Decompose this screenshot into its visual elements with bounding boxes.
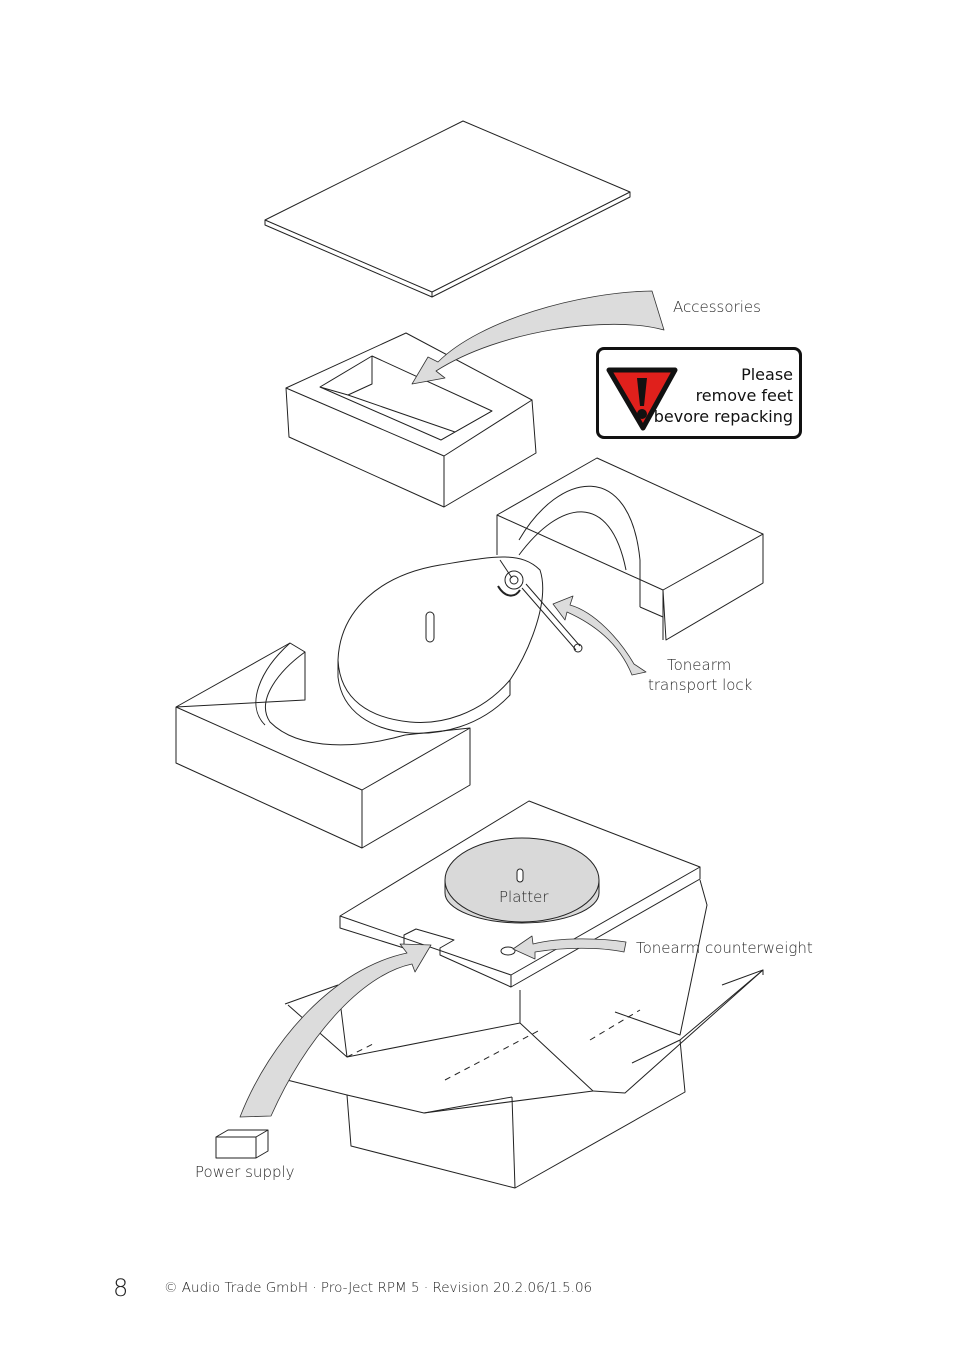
cover-sheet (264, 120, 631, 298)
tonearm-lock-arrow (552, 595, 647, 676)
platter-label: Platter (499, 888, 549, 906)
warning-box: Please remove feet bevore repacking (596, 347, 802, 439)
accessories-arrow (411, 290, 665, 385)
power-supply-box (215, 1129, 269, 1159)
tonearm (497, 559, 583, 653)
warning-text: Please remove feet bevore repacking (654, 364, 793, 427)
warning-triangle-icon (606, 367, 678, 431)
power-supply-label: Power supply (195, 1163, 295, 1181)
cardboard-box (284, 879, 764, 1189)
dust-cover (337, 556, 544, 734)
platter (444, 837, 600, 924)
tonearm-lock-label-line2: transport lock (648, 676, 753, 694)
accessories-foam-block (285, 332, 537, 508)
right-foam-block (496, 457, 764, 641)
tonearm-lock-label-line1: Tonearm (667, 656, 732, 674)
warning-line1: Please (741, 365, 793, 384)
accessories-label: Accessories (673, 298, 761, 316)
warning-line3: bevore repacking (653, 407, 793, 426)
footer-copyright: © Audio Trade GmbH · Pro-Ject RPM 5 · Re… (164, 1280, 593, 1296)
page-number: 8 (113, 1274, 129, 1302)
counterweight-label: Tonearm counterweight (636, 939, 813, 957)
warning-line2: remove feet (695, 386, 793, 405)
left-foam-block (175, 642, 471, 849)
counterweight-arrow (512, 935, 627, 960)
power-supply-arrow (239, 943, 432, 1118)
